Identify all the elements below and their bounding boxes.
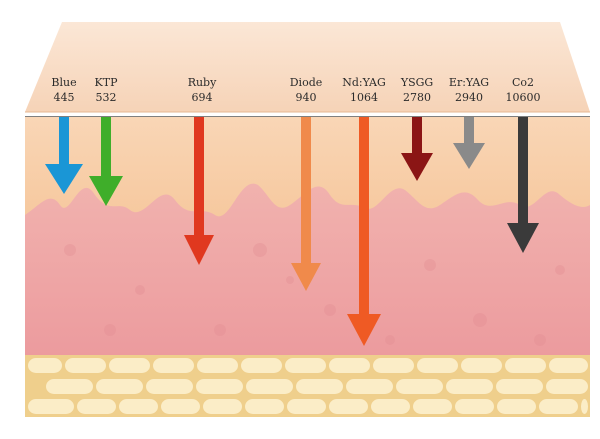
laser-labels: Blue 445 KTP 532 Ruby 694 Diode 940 Nd:YAG 1064 YS… (51, 76, 540, 104)
fat-cell (371, 399, 410, 414)
fat-cell (146, 379, 193, 394)
fat-cell (245, 399, 284, 414)
fat-cell (246, 379, 293, 394)
laser-wavelength-label: 2940 (455, 91, 483, 104)
fat-cell (346, 379, 393, 394)
arrow-er-yag (453, 117, 485, 169)
laser-name-label: Blue (51, 76, 76, 89)
fat-cell (196, 379, 243, 394)
fat-cell (203, 399, 242, 414)
fat-cell (539, 399, 578, 414)
laser-wavelength-label: 10600 (506, 91, 541, 104)
fat-cell (497, 399, 536, 414)
arrow-nd-yag (347, 117, 381, 346)
laser-wavelength-label: 2780 (403, 91, 431, 104)
fat-cell (119, 399, 158, 414)
fat-cell (46, 379, 93, 394)
laser-wavelength-label: 532 (96, 91, 117, 104)
fat-cell (161, 399, 200, 414)
arrow-ysgg (401, 117, 433, 181)
laser-name-label: YSGG (400, 76, 433, 89)
fat-cell (413, 399, 452, 414)
fat-cell (241, 358, 282, 373)
fat-cell (396, 379, 443, 394)
fat-cell (496, 379, 543, 394)
fat-cell (28, 358, 62, 373)
laser-name-label: KTP (95, 76, 119, 89)
fat-cell (329, 399, 368, 414)
fat-cell (96, 379, 143, 394)
dermis-texture (64, 243, 565, 346)
laser-name-label: Co2 (512, 76, 534, 89)
fat-cell (296, 379, 343, 394)
laser-wavelength-label: 1064 (350, 91, 378, 104)
laser-name-label: Nd:YAG (342, 76, 386, 89)
fat-cell (285, 358, 326, 373)
fat-cell (153, 358, 194, 373)
arrow-ruby (184, 117, 214, 265)
laser-arrows (45, 117, 539, 346)
fat-cell (549, 358, 588, 373)
fat-cell (581, 399, 588, 414)
laser-wavelength-label: 694 (192, 91, 213, 104)
fat-cell (373, 358, 414, 373)
laser-name-label: Diode (290, 76, 323, 89)
fat-cell (65, 358, 106, 373)
fat-cell (109, 358, 150, 373)
fat-cell (546, 379, 588, 394)
laser-wavelength-label: 940 (296, 91, 317, 104)
fat-cell (28, 399, 74, 414)
arrow-diode (291, 117, 321, 291)
fat-cell (505, 358, 546, 373)
laser-wavelength-label: 445 (54, 91, 75, 104)
laser-name-label: Ruby (188, 76, 217, 89)
fat-cells (28, 358, 588, 414)
arrow-ktp (89, 117, 123, 206)
arrow-co2 (507, 117, 539, 253)
skin-surface (25, 22, 590, 112)
fat-cell (446, 379, 493, 394)
fat-cell (461, 358, 502, 373)
fat-cell (417, 358, 458, 373)
fat-cell (287, 399, 326, 414)
fat-cell (329, 358, 370, 373)
arrow-blue (45, 117, 83, 194)
fat-cell (77, 399, 116, 414)
fat-cell (197, 358, 238, 373)
fat-cell (455, 399, 494, 414)
laser-name-label: Er:YAG (449, 76, 489, 89)
